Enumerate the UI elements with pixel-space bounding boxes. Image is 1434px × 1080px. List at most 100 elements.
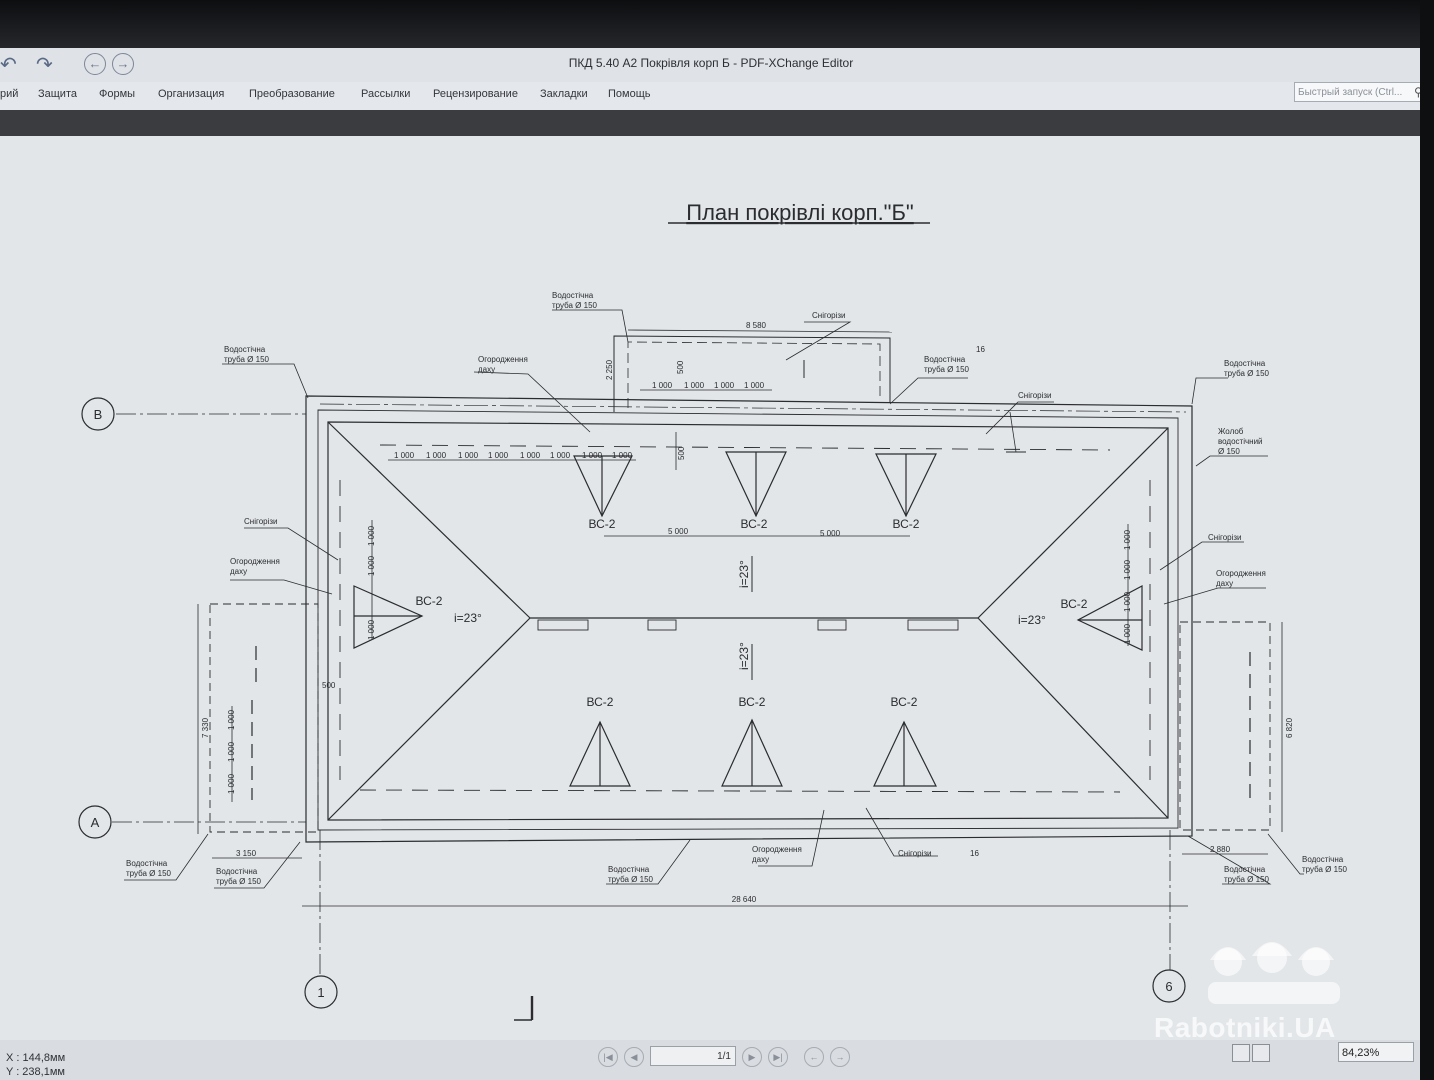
- cursor-x-readout: X : 144,8мм: [6, 1052, 66, 1064]
- svg-text:1: 1: [317, 985, 324, 1000]
- svg-text:1 000: 1 000: [227, 709, 236, 730]
- axis-marker-1: [304, 975, 338, 1009]
- single-page-view-icon[interactable]: [1232, 1044, 1250, 1062]
- last-page-icon[interactable]: ▶|: [768, 1047, 788, 1067]
- svg-text:Снігорізи: Снігорізи: [244, 517, 278, 526]
- svg-text:8 580: 8 580: [746, 321, 767, 330]
- svg-text:ВС-2: ВС-2: [587, 695, 614, 709]
- window-title: ПКД 5.40 А2 Покрівля корп Б - PDF-XChang…: [568, 56, 854, 70]
- svg-text:1 000: 1 000: [684, 381, 705, 390]
- menu-item-review[interactable]: Рецензирование: [433, 88, 518, 100]
- svg-text:1 000: 1 000: [1123, 529, 1132, 550]
- svg-text:1 000: 1 000: [1123, 559, 1132, 580]
- menu-item-convert[interactable]: Преобразование: [249, 88, 335, 100]
- continuous-view-icon[interactable]: [1252, 1044, 1270, 1062]
- page-number-field[interactable]: 1/1: [650, 1046, 736, 1066]
- menu-item-organize[interactable]: Организация: [158, 88, 225, 100]
- svg-text:2 880: 2 880: [1210, 845, 1231, 854]
- svg-text:Снігорізи: Снігорізи: [1208, 533, 1242, 542]
- svg-text:16: 16: [976, 345, 985, 354]
- prev-page-icon[interactable]: ◀: [624, 1047, 644, 1067]
- zoom-select[interactable]: 84,23%: [1338, 1042, 1414, 1062]
- svg-text:ВС-2: ВС-2: [416, 594, 443, 608]
- svg-text:ВС-2: ВС-2: [741, 517, 768, 531]
- svg-text:28 640: 28 640: [732, 895, 757, 904]
- svg-text:ВС-2: ВС-2: [891, 695, 918, 709]
- svg-text:Снігорізи: Снігорізи: [898, 849, 932, 858]
- svg-text:1 000: 1 000: [367, 525, 376, 546]
- svg-text:2 250: 2 250: [605, 359, 614, 380]
- quick-launch-input[interactable]: Быстрый запуск (Ctrl...: [1294, 82, 1430, 102]
- svg-text:i=23°: i=23°: [737, 642, 751, 670]
- back-view-icon[interactable]: ←: [804, 1047, 824, 1067]
- redo-icon[interactable]: ↷: [36, 54, 53, 76]
- menu-item-bookmarks[interactable]: Закладки: [540, 88, 588, 100]
- svg-text:1 000: 1 000: [714, 381, 735, 390]
- svg-text:500: 500: [677, 446, 686, 460]
- svg-text:5 000: 5 000: [820, 529, 841, 538]
- axis-marker-a: [78, 805, 112, 839]
- svg-text:1 000: 1 000: [1123, 623, 1132, 644]
- svg-text:ВС-2: ВС-2: [739, 695, 766, 709]
- forward-view-icon[interactable]: →: [830, 1047, 850, 1067]
- roof-plan-drawing: План покрівлі корп."Б" В А 1 6 8 580 2 2…: [78, 200, 1348, 1021]
- svg-text:1 000: 1 000: [612, 451, 633, 460]
- first-page-icon[interactable]: |◀: [598, 1047, 618, 1067]
- menu-item-comments[interactable]: рий: [0, 88, 19, 100]
- roof-outline: [305, 395, 1193, 843]
- undo-icon[interactable]: ↶: [0, 54, 17, 76]
- axis-marker-b: [81, 397, 115, 431]
- search-icon[interactable]: ⚲: [1414, 85, 1423, 99]
- svg-text:1 000: 1 000: [550, 451, 571, 460]
- menu-item-forms[interactable]: Формы: [99, 88, 136, 100]
- menu-bar: [0, 82, 1422, 110]
- cursor-y-readout: Y : 238,1мм: [6, 1066, 65, 1078]
- monitor-bezel: [0, 0, 1434, 48]
- svg-text:ВС-2: ВС-2: [589, 517, 616, 531]
- svg-text:1 000: 1 000: [394, 451, 415, 460]
- svg-text:500: 500: [676, 360, 685, 374]
- svg-text:ВС-2: ВС-2: [893, 517, 920, 531]
- svg-text:i=23°: i=23°: [737, 560, 751, 588]
- menu-item-help[interactable]: Помощь: [608, 88, 651, 100]
- document-canvas: План покрівлі корп."Б" В А 1 6 8 580 2 2…: [0, 136, 1422, 1040]
- ribbon-panel: [0, 110, 1422, 136]
- svg-text:5 000: 5 000: [668, 527, 689, 536]
- svg-text:7 330: 7 330: [201, 717, 210, 738]
- drawing-title: План покрівлі корп."Б": [686, 200, 914, 225]
- menu-item-protect[interactable]: Защита: [38, 88, 77, 100]
- hard-hat-logo-icon: [1208, 942, 1340, 1004]
- svg-text:ВС-2: ВС-2: [1061, 597, 1088, 611]
- svg-text:500: 500: [322, 681, 336, 690]
- svg-text:16: 16: [970, 849, 979, 858]
- svg-text:6: 6: [1165, 979, 1172, 994]
- menu-item-share[interactable]: Рассылки: [361, 88, 411, 100]
- svg-text:1 000: 1 000: [744, 381, 765, 390]
- svg-text:6 820: 6 820: [1285, 717, 1294, 738]
- svg-text:Снігорізи: Снігорізи: [1018, 391, 1052, 400]
- monitor-bezel-right: [1420, 0, 1434, 1080]
- svg-text:1 000: 1 000: [458, 451, 479, 460]
- svg-text:1 000: 1 000: [520, 451, 541, 460]
- next-page-icon[interactable]: ▶: [742, 1047, 762, 1067]
- svg-text:i=23°: i=23°: [454, 611, 482, 625]
- svg-text:1 000: 1 000: [652, 381, 673, 390]
- svg-text:1 000: 1 000: [367, 555, 376, 576]
- svg-text:1 000: 1 000: [367, 619, 376, 640]
- svg-text:1 000: 1 000: [488, 451, 509, 460]
- svg-text:В: В: [94, 407, 103, 422]
- svg-text:1 000: 1 000: [227, 773, 236, 794]
- back-arrow-icon[interactable]: ←: [84, 53, 106, 75]
- title-bar: [0, 48, 1422, 82]
- svg-text:1 000: 1 000: [582, 451, 603, 460]
- svg-text:i=23°: i=23°: [1018, 613, 1046, 627]
- forward-arrow-icon[interactable]: →: [112, 53, 134, 75]
